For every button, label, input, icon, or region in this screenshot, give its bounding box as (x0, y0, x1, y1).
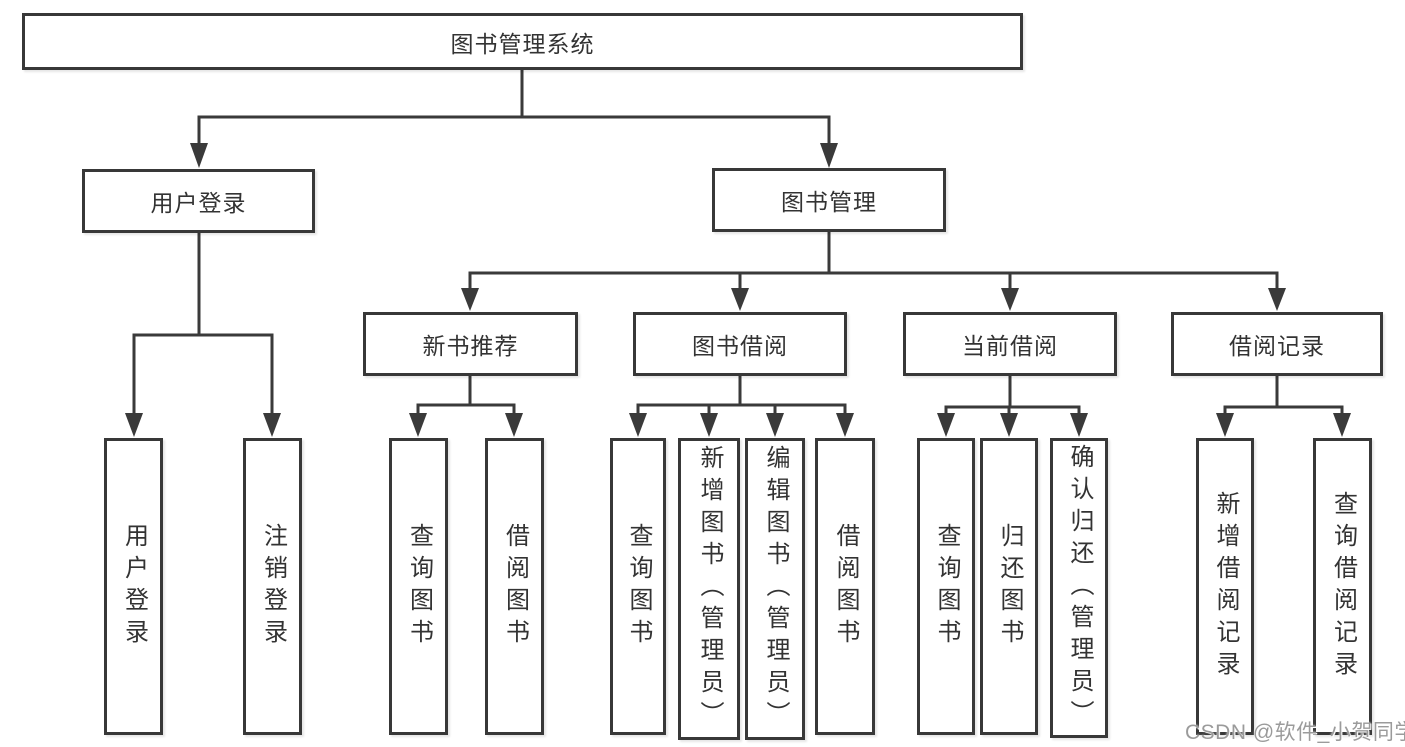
node-borrow-records: 借阅记录 (1171, 312, 1383, 376)
connector-newbook-to-leaves (409, 376, 523, 437)
leaf-add-book-admin: 新增图书（管理员） (678, 438, 740, 740)
node-current-borrow: 当前借阅 (903, 312, 1117, 376)
leaf-query-book-3: 查询图书 (917, 438, 975, 735)
node-label: 查询借阅记录 (1329, 490, 1357, 683)
node-label: 当前借阅 (962, 333, 1058, 359)
connector-currentborrow-to-leaves (937, 376, 1088, 437)
node-label: 图书管理系统 (450, 30, 595, 57)
node-label: 用户登录 (120, 522, 148, 651)
node-label: 查询图书 (405, 522, 433, 651)
node-label: 查询图书 (933, 522, 960, 651)
node-new-book-recommend: 新书推荐 (363, 312, 578, 376)
node-book-borrow: 图书借阅 (633, 312, 847, 376)
node-user-login: 用户登录 (82, 169, 315, 233)
node-label: 新书推荐 (422, 333, 519, 359)
node-root-library-system: 图书管理系统 (22, 13, 1023, 70)
connector-bookborrow-to-leaves (629, 376, 854, 437)
node-label: 归还图书 (996, 522, 1023, 651)
node-label: 查询图书 (625, 522, 652, 651)
node-label: 注销登录 (259, 522, 287, 651)
node-label: 编辑图书（管理员） (762, 445, 789, 733)
leaf-query-borrow-record: 查询借阅记录 (1313, 438, 1372, 735)
node-label: 借阅图书 (501, 522, 529, 651)
node-label: 图书借阅 (692, 333, 788, 359)
leaf-edit-book-admin: 编辑图书（管理员） (745, 438, 805, 740)
node-label: 借阅记录 (1229, 333, 1325, 359)
leaf-return-book: 归还图书 (980, 438, 1038, 735)
csdn-watermark: CSDN @软件_小贺同学 (1185, 721, 1405, 744)
leaf-borrow-book-2: 借阅图书 (815, 438, 875, 735)
leaf-add-borrow-record: 新增借阅记录 (1196, 438, 1254, 735)
node-label: 用户登录 (150, 190, 247, 216)
node-label: 确认归还（管理员） (1066, 444, 1093, 732)
leaf-query-book-1: 查询图书 (389, 438, 448, 735)
node-book-management: 图书管理 (712, 168, 946, 232)
leaf-user-login: 用户登录 (104, 438, 163, 735)
connector-userlogin-to-leaves (125, 233, 281, 437)
node-label: 新增借阅记录 (1212, 490, 1239, 683)
node-label: 图书管理 (781, 189, 877, 215)
connector-root-to-level2 (190, 70, 838, 168)
node-label: 新增图书（管理员） (696, 445, 723, 733)
leaf-logout: 注销登录 (243, 438, 302, 735)
leaf-query-book-2: 查询图书 (610, 438, 666, 735)
connector-bookmgmt-to-level3 (461, 232, 1286, 311)
leaf-borrow-book-1: 借阅图书 (485, 438, 544, 735)
connector-borrowrecords-to-leaves (1216, 376, 1351, 437)
node-label: 借阅图书 (832, 522, 859, 651)
leaf-confirm-return-admin: 确认归还（管理员） (1050, 438, 1108, 738)
